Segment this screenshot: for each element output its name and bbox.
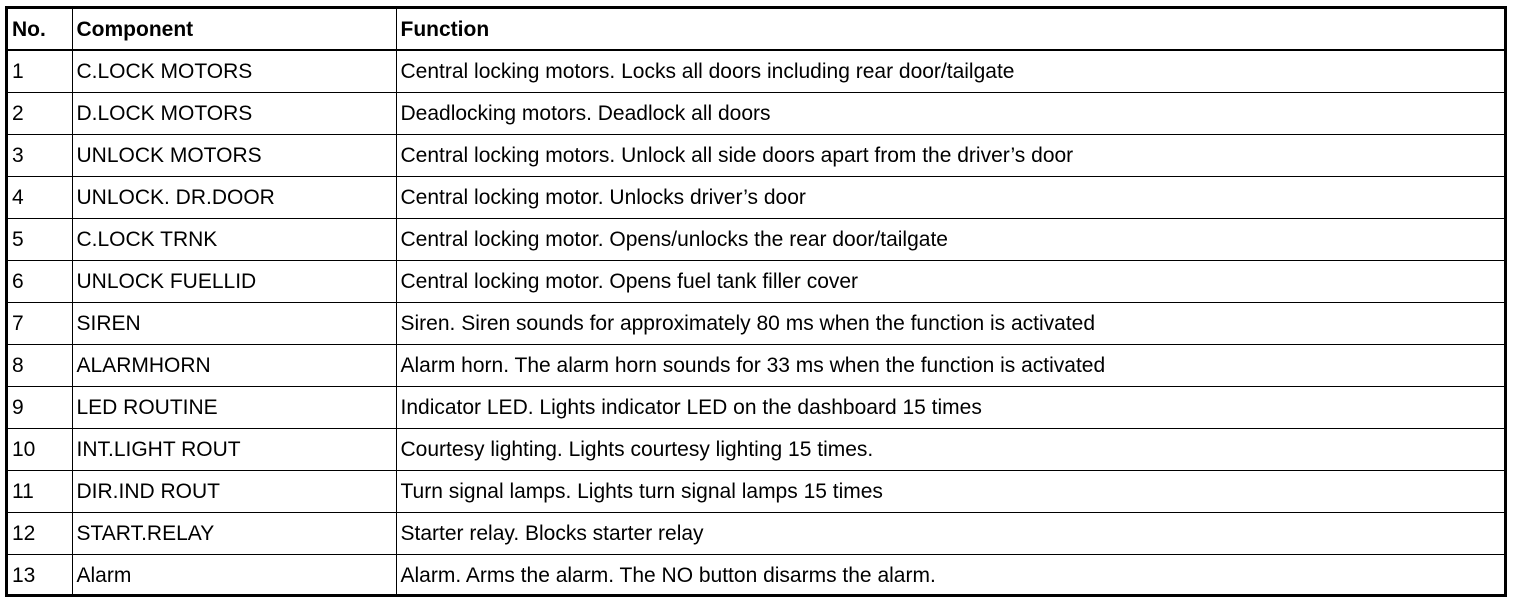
cell-no: 1 [8,49,73,93]
cell-function: Central locking motor. Opens/unlocks the… [395,218,1504,261]
cell-no: 8 [8,344,73,387]
cell-function: Courtesy lighting. Lights courtesy light… [395,428,1504,471]
cell-no: 3 [8,134,73,177]
component-function-table-frame: No. Component Function 1 C.LOCK MOTORS C… [5,6,1507,597]
cell-component: Alarm [71,554,397,596]
header-no: No. [8,9,73,51]
cell-no: 5 [8,218,73,261]
cell-component: C.LOCK MOTORS [71,49,397,93]
cell-function: Deadlocking motors. Deadlock all doors [395,92,1504,135]
table-row: 13 Alarm Alarm. Arms the alarm. The NO b… [8,554,1504,596]
header-function: Function [395,9,1504,51]
cell-function: Siren. Siren sounds for approximately 80… [395,302,1504,345]
cell-component: DIR.IND ROUT [71,470,397,513]
table-row: 1 C.LOCK MOTORS Central locking motors. … [8,49,1504,93]
cell-component: D.LOCK MOTORS [71,92,397,135]
table-row: 4 UNLOCK. DR.DOOR Central locking motor.… [8,176,1504,219]
header-component: Component [71,9,397,51]
cell-no: 10 [8,428,73,471]
table-row: 8 ALARMHORN Alarm horn. The alarm horn s… [8,344,1504,387]
cell-function: Central locking motor. Unlocks driver’s … [395,176,1504,219]
cell-component: SIREN [71,302,397,345]
cell-no: 2 [8,92,73,135]
cell-function: Indicator LED. Lights indicator LED on t… [395,386,1504,429]
table-row: 6 UNLOCK FUELLID Central locking motor. … [8,260,1504,303]
table-row: 12 START.RELAY Starter relay. Blocks sta… [8,512,1504,555]
table-row: 9 LED ROUTINE Indicator LED. Lights indi… [8,386,1504,429]
cell-component: UNLOCK. DR.DOOR [71,176,397,219]
cell-function: Turn signal lamps. Lights turn signal la… [395,470,1504,513]
table-row: 7 SIREN Siren. Siren sounds for approxim… [8,302,1504,345]
table-row: 11 DIR.IND ROUT Turn signal lamps. Light… [8,470,1504,513]
table-row: 2 D.LOCK MOTORS Deadlocking motors. Dead… [8,92,1504,135]
cell-function: Central locking motors. Unlock all side … [395,134,1504,177]
cell-component: INT.LIGHT ROUT [71,428,397,471]
cell-function: Starter relay. Blocks starter relay [395,512,1504,555]
table-row: 5 C.LOCK TRNK Central locking motor. Ope… [8,218,1504,261]
cell-function: Alarm. Arms the alarm. The NO button dis… [395,554,1504,596]
cell-component: ALARMHORN [71,344,397,387]
table-row: 3 UNLOCK MOTORS Central locking motors. … [8,134,1504,177]
cell-no: 7 [8,302,73,345]
cell-component: C.LOCK TRNK [71,218,397,261]
table-header-row: No. Component Function [8,9,1504,51]
cell-no: 4 [8,176,73,219]
component-function-table: No. Component Function 1 C.LOCK MOTORS C… [8,9,1504,596]
cell-component: UNLOCK MOTORS [71,134,397,177]
cell-component: UNLOCK FUELLID [71,260,397,303]
cell-function: Alarm horn. The alarm horn sounds for 33… [395,344,1504,387]
cell-no: 11 [8,470,73,513]
cell-no: 13 [8,554,73,596]
cell-function: Central locking motor. Opens fuel tank f… [395,260,1504,303]
cell-no: 9 [8,386,73,429]
cell-component: LED ROUTINE [71,386,397,429]
cell-no: 12 [8,512,73,555]
cell-function: Central locking motors. Locks all doors … [395,49,1504,93]
cell-component: START.RELAY [71,512,397,555]
table-row: 10 INT.LIGHT ROUT Courtesy lighting. Lig… [8,428,1504,471]
cell-no: 6 [8,260,73,303]
